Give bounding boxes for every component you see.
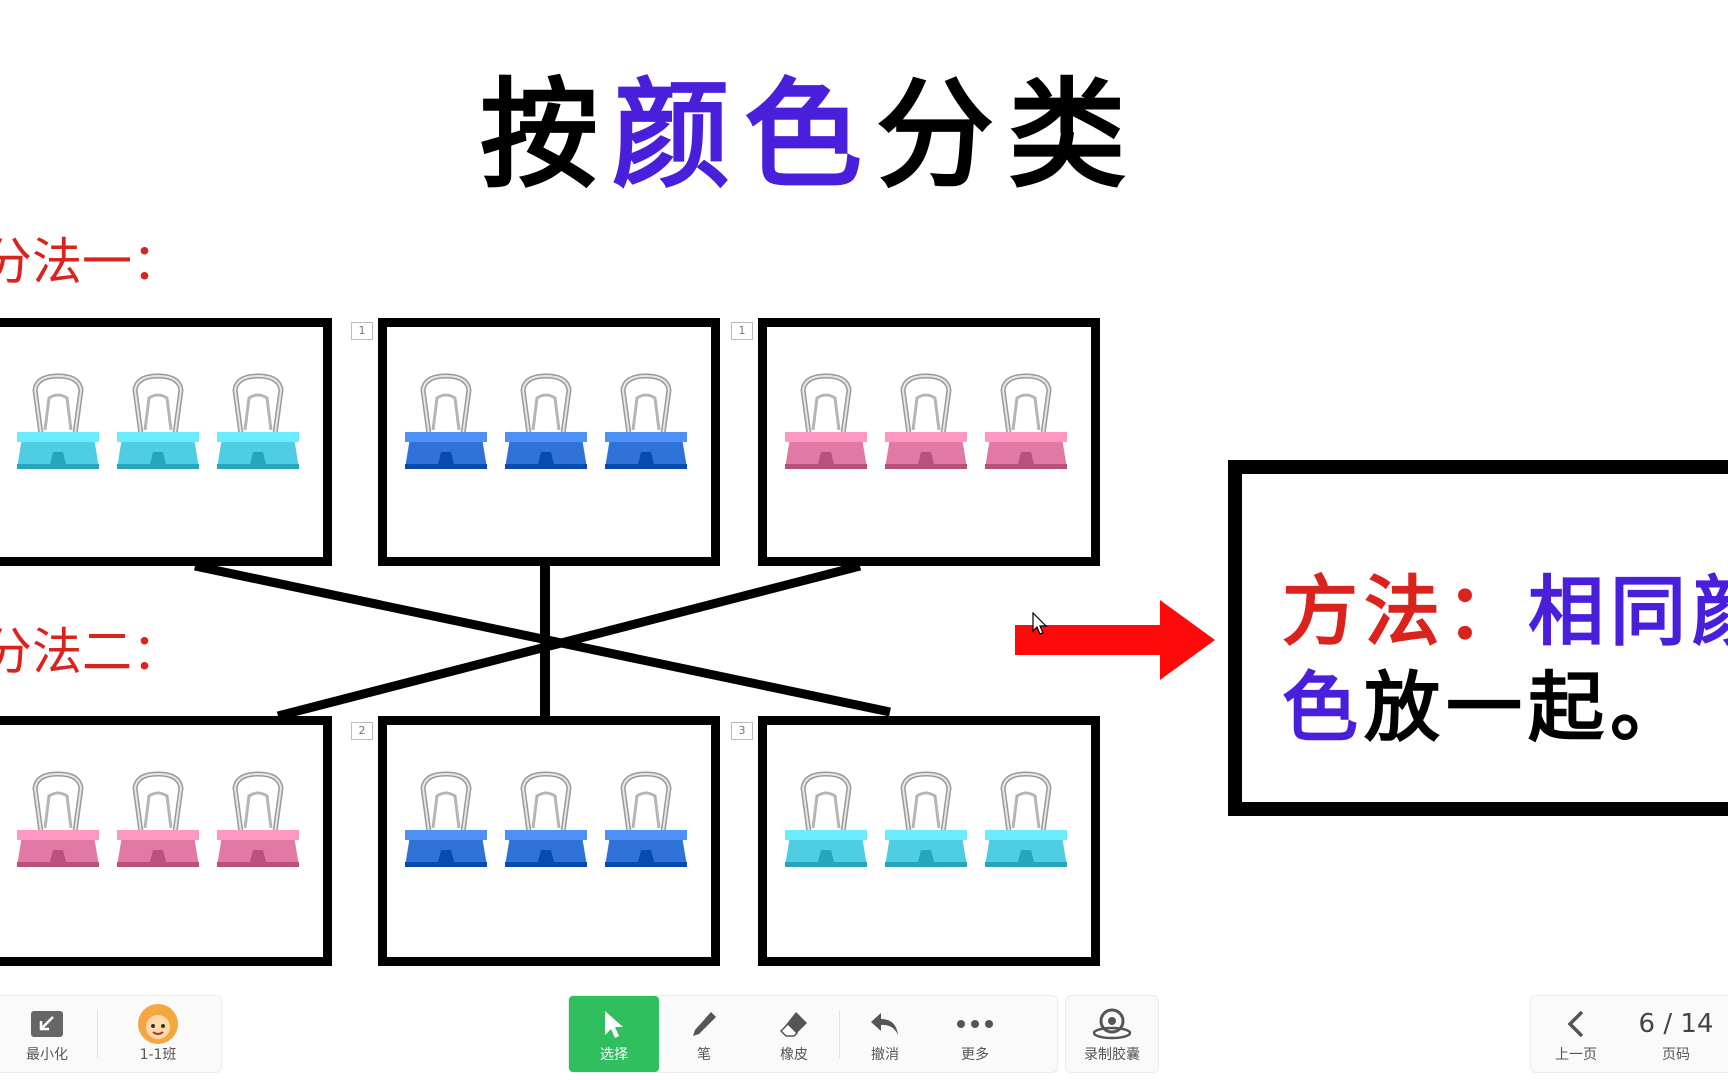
page-navigation: 上一页 6 / 14 页码	[1530, 995, 1728, 1073]
conclusion-prefix: 方法：	[1282, 567, 1528, 656]
more-button[interactable]: 更多	[930, 996, 1020, 1072]
box-number-tag: 1	[731, 322, 753, 340]
binder-clip-icon	[503, 770, 589, 880]
drawing-toolbar: 选择 笔 橡皮 撤消 更多	[568, 995, 1058, 1073]
pen-button[interactable]: 笔	[659, 996, 749, 1072]
binder-clip-icon	[783, 770, 869, 880]
binder-clip-icon	[403, 770, 489, 880]
minimize-label: 最小化	[26, 1047, 68, 1063]
more-label: 更多	[961, 1047, 989, 1063]
conclusion-text: 方法：相同颜 色放一起。	[1282, 564, 1728, 756]
conclusion-highlight: 相同颜	[1528, 567, 1728, 656]
pen-icon	[693, 1012, 716, 1036]
record-capsule-label: 录制胶囊	[1084, 1047, 1140, 1063]
undo-label: 撤消	[871, 1047, 899, 1063]
conclusion-box: 方法：相同颜 色放一起。	[1228, 460, 1728, 816]
title-char-se: 色	[744, 65, 877, 204]
title-char-an: 按	[480, 65, 613, 204]
red-arrow-icon	[1015, 600, 1215, 680]
conclusion-highlight-2: 色	[1282, 663, 1364, 752]
binder-clip-icon	[215, 770, 301, 880]
undo-icon	[871, 1013, 898, 1035]
eraser-label: 橡皮	[780, 1047, 808, 1063]
binder-clip-icon	[215, 372, 301, 482]
binder-clip-icon	[403, 372, 489, 482]
eraser-button[interactable]: 橡皮	[749, 996, 839, 1072]
binder-clip-icon	[503, 372, 589, 482]
more-dots-icon	[957, 1020, 993, 1028]
slide-title: 按颜色分类	[480, 70, 1140, 200]
bottom-box-cyan[interactable]	[758, 716, 1100, 966]
top-box-blue[interactable]	[378, 318, 720, 566]
binder-clip-icon	[115, 372, 201, 482]
class-avatar-icon	[138, 1004, 178, 1044]
minimize-button[interactable]: 最小化	[0, 996, 97, 1072]
title-char-yan: 颜	[612, 65, 745, 204]
binder-clip-icon	[603, 770, 689, 880]
chevron-left-icon	[1567, 1010, 1584, 1038]
method-one-label: 分法一：	[0, 233, 182, 291]
left-toolbar: 最小化 1-1班	[0, 995, 222, 1073]
title-char-fenlei: 分类	[876, 65, 1141, 204]
prev-page-label: 上一页	[1555, 1047, 1597, 1063]
connector-lines	[194, 561, 891, 721]
binder-clip-icon	[15, 770, 101, 880]
binder-clip-icon	[983, 372, 1069, 482]
divider	[97, 1010, 98, 1058]
binder-clip-icon	[15, 372, 101, 482]
page-label: 页码	[1662, 1047, 1690, 1063]
mouse-cursor-icon	[1032, 612, 1048, 635]
pen-label: 笔	[697, 1047, 711, 1063]
class-button[interactable]: 1-1班	[98, 996, 218, 1072]
prev-page-button[interactable]: 上一页	[1531, 996, 1621, 1072]
binder-clip-icon	[783, 372, 869, 482]
binder-clip-icon	[883, 372, 969, 482]
record-toolbar: 录制胶囊	[1065, 995, 1159, 1073]
slide-canvas: 按颜色分类 分法一： 分法二： 1	[0, 69, 1728, 966]
bottom-box-pink[interactable]	[0, 716, 332, 966]
box-number-tag: 3	[731, 722, 753, 740]
binder-clip-icon	[983, 770, 1069, 880]
method-two-label: 分法二：	[0, 623, 182, 681]
top-box-pink[interactable]	[758, 318, 1100, 566]
box-number-tag: 1	[351, 322, 373, 340]
record-capsule-icon	[1092, 1008, 1132, 1040]
top-box-cyan[interactable]	[0, 318, 332, 566]
select-label: 选择	[600, 1047, 628, 1063]
divider	[839, 1010, 840, 1058]
bottom-box-blue[interactable]	[378, 716, 720, 966]
binder-clip-icon	[883, 770, 969, 880]
eraser-icon	[779, 1012, 807, 1037]
conclusion-suffix: 放一起。	[1364, 663, 1692, 752]
minimize-icon	[31, 1011, 63, 1037]
binder-clip-icon	[603, 372, 689, 482]
box-number-tag: 2	[351, 722, 373, 740]
class-label: 1-1班	[139, 1047, 177, 1063]
page-indicator: 6 / 14	[1638, 1009, 1714, 1039]
record-capsule-button[interactable]: 录制胶囊	[1066, 996, 1158, 1072]
cursor-arrow-icon	[605, 1011, 623, 1038]
page-number-button[interactable]: 6 / 14 页码	[1621, 996, 1728, 1072]
binder-clip-icon	[115, 770, 201, 880]
undo-button[interactable]: 撤消	[840, 996, 930, 1072]
select-button[interactable]: 选择	[569, 996, 659, 1072]
